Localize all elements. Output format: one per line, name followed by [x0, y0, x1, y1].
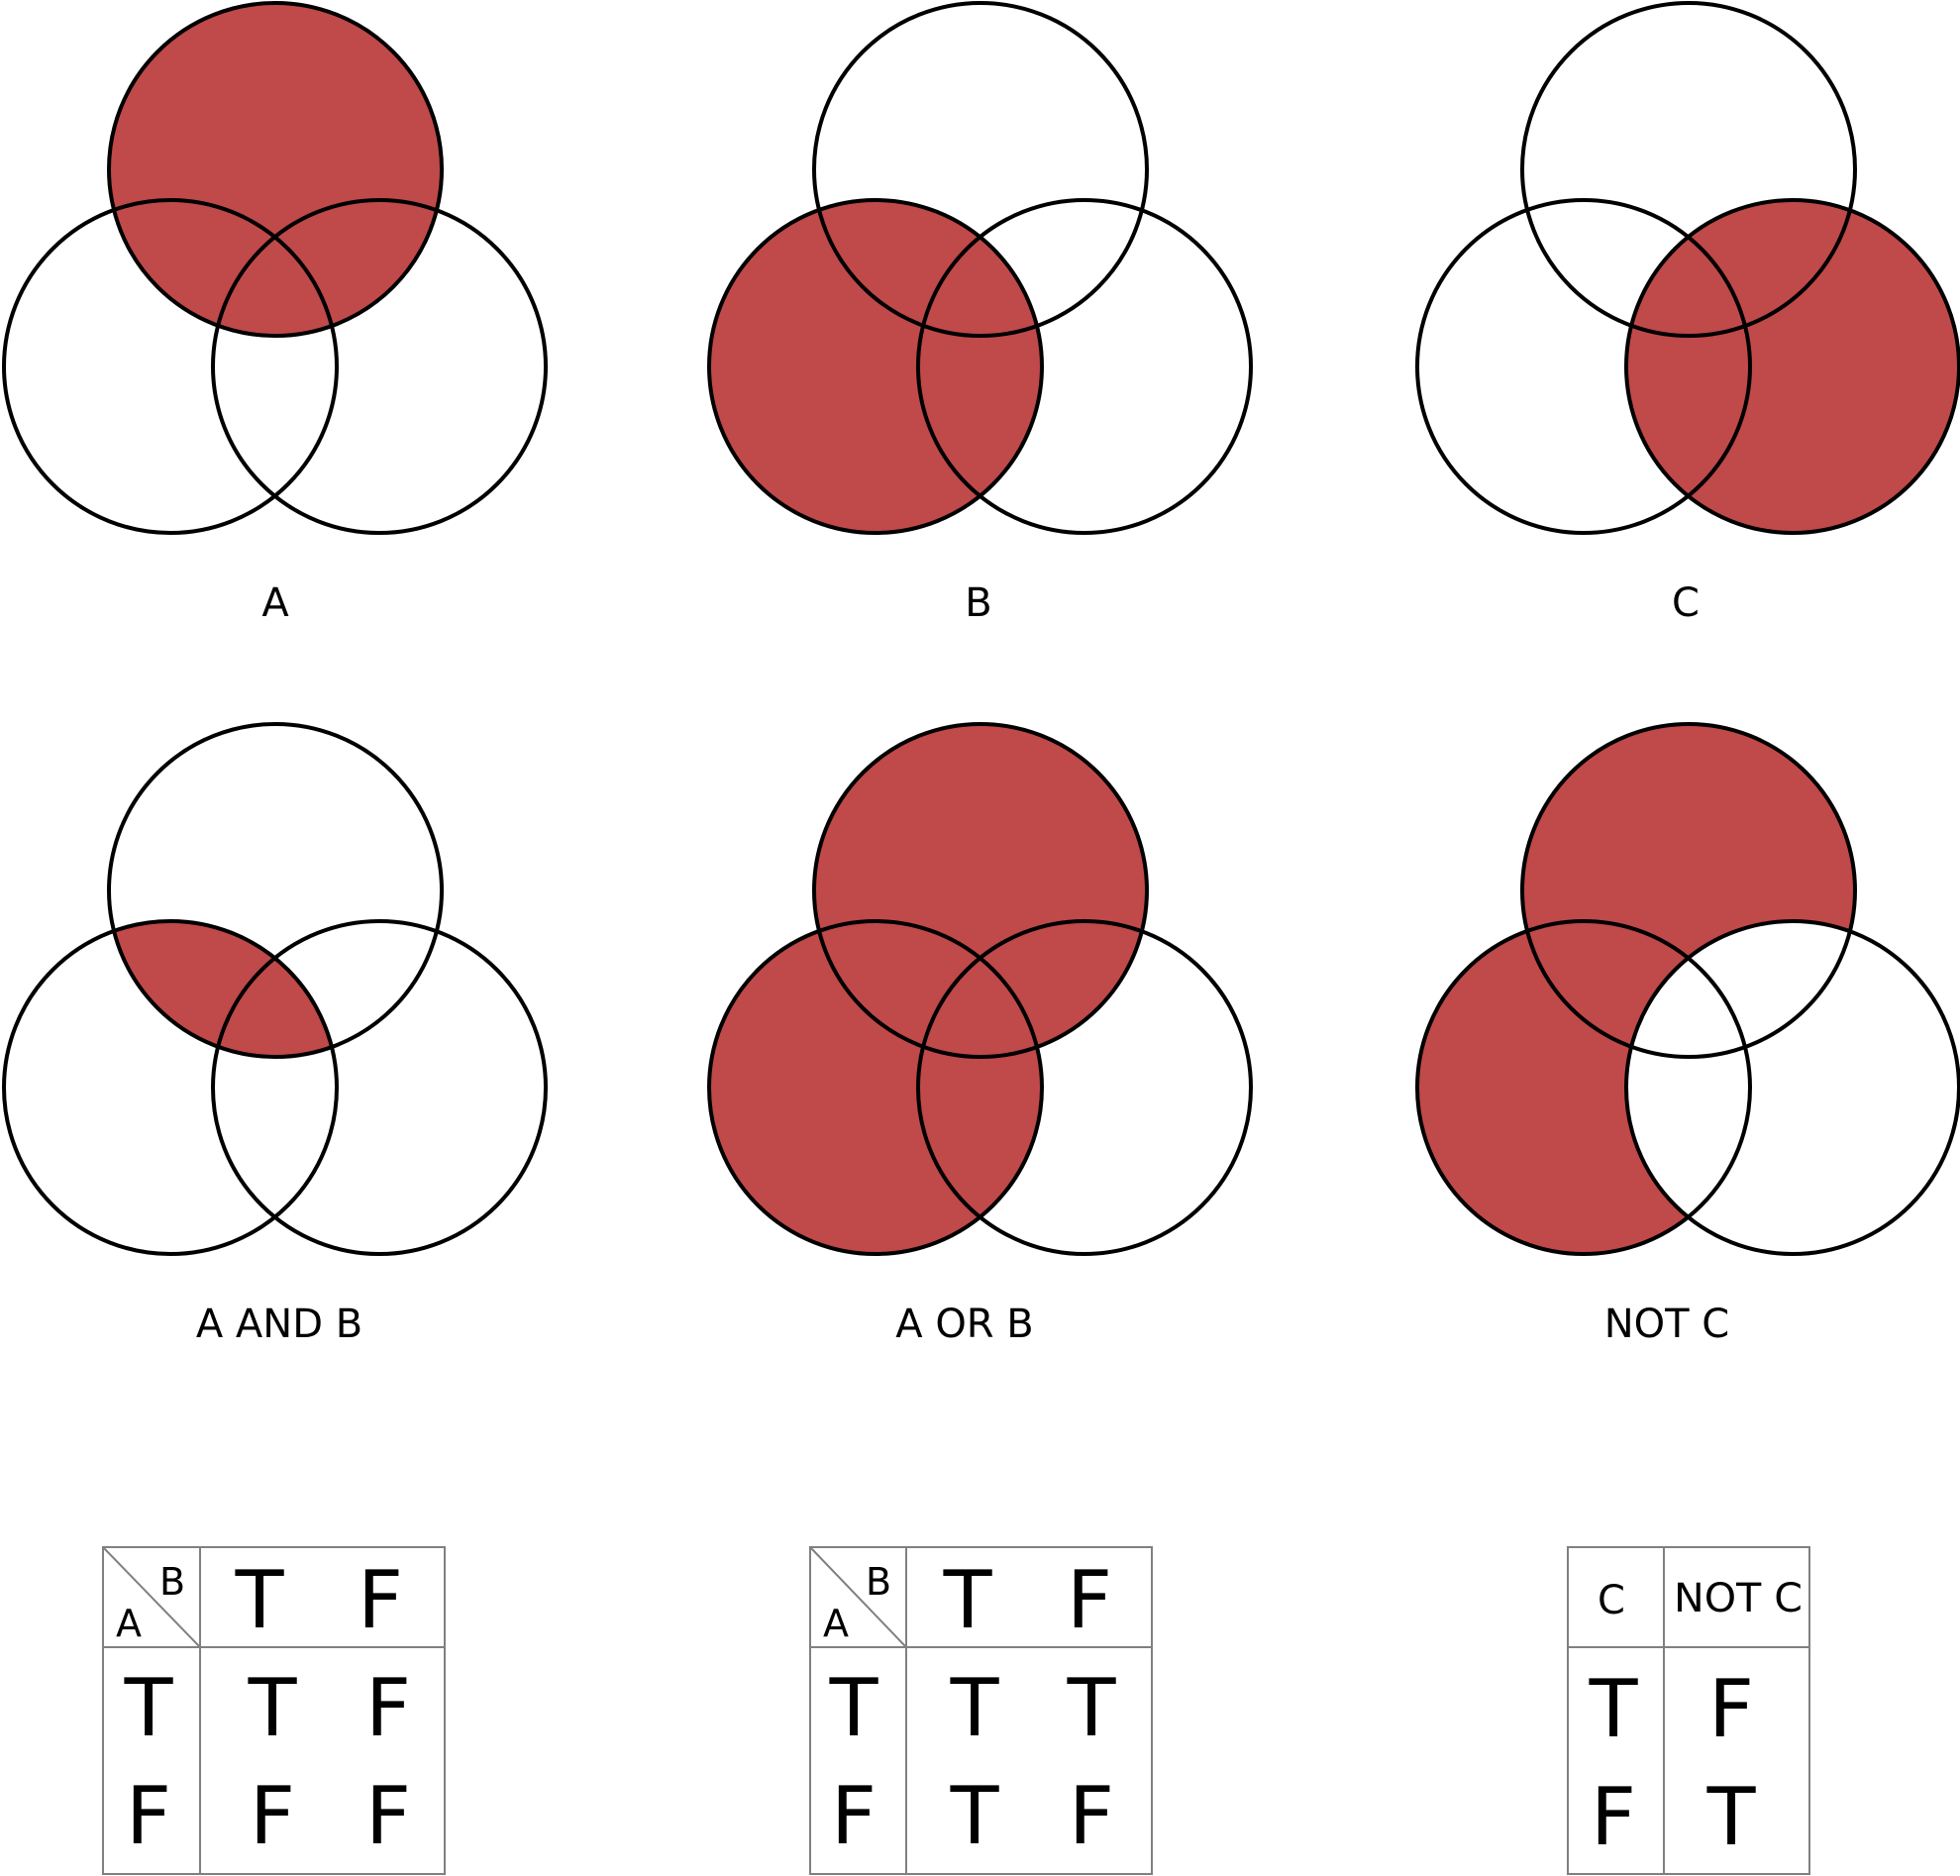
truth-table-not	[1567, 1546, 1810, 1875]
venn-shaded-region	[1417, 724, 1855, 1254]
venn-diagram-not-c	[1415, 722, 1960, 1256]
shaded-circle-c	[1626, 200, 1959, 533]
caption-a-and-b: A AND B	[196, 1302, 362, 1347]
col-header: F	[358, 1554, 403, 1646]
circle-outline-b	[1415, 198, 1752, 535]
col-header: C	[1598, 1578, 1625, 1623]
truth-table-and	[102, 1546, 446, 1875]
circle-outline-b	[707, 198, 1044, 535]
table-cell: F	[250, 1770, 295, 1862]
venn-diagram-a-and-b	[2, 722, 548, 1256]
caption-not-c: NOT C	[1604, 1302, 1729, 1347]
table-cell: F	[365, 1770, 411, 1862]
circle-outline-c	[1624, 919, 1960, 1256]
circle-outline-c	[916, 919, 1253, 1256]
table-corner-diagonal	[102, 1546, 201, 1648]
truth-table-or-text: A B T F T F T T T F	[823, 1554, 1117, 1862]
circle-outline-b	[1415, 919, 1752, 1256]
col-header: T	[235, 1554, 285, 1646]
circle-outline-c	[211, 919, 548, 1256]
table-cell: T	[248, 1662, 298, 1754]
circle-outline-c	[211, 198, 548, 535]
truth-table-and-text: A B T F T F T F F F	[116, 1554, 411, 1862]
venn-shaded-region	[709, 200, 1042, 533]
circle-outline-b	[707, 919, 1044, 1256]
truth-table-not-text: C NOT C T F F T	[1589, 1576, 1803, 1863]
table-cell: F	[1069, 1770, 1114, 1862]
table-cell: F	[365, 1662, 411, 1754]
table-cell: F	[1591, 1771, 1636, 1863]
table-cell: T	[1706, 1771, 1757, 1863]
shaded-intersection-a-b	[109, 921, 337, 1057]
table-cell: T	[950, 1662, 1000, 1754]
circle-outline-c	[1624, 198, 1960, 535]
col-header: T	[943, 1554, 993, 1646]
circle-outline-b	[2, 919, 339, 1256]
shaded-circle-b	[709, 921, 1042, 1254]
venn-diagram-c	[1415, 1, 1960, 535]
table-border	[102, 1546, 446, 1875]
circle-outline-a	[1520, 1, 1857, 338]
row-header: T	[124, 1662, 174, 1754]
corner-row-label: A	[116, 1602, 142, 1645]
venn-shaded-region	[109, 3, 442, 336]
table-border	[809, 1546, 1153, 1875]
venn-diagram-a-or-b	[707, 722, 1253, 1256]
table-cell: T	[950, 1770, 1000, 1862]
table-corner-diagonal	[809, 1546, 907, 1648]
caption-c: C	[1672, 580, 1700, 626]
venn-shaded-region	[109, 921, 337, 1057]
table-cell: T	[1589, 1663, 1639, 1755]
table-cell: T	[1067, 1662, 1117, 1754]
circle-outline-c	[916, 198, 1253, 535]
circle-outline-a	[1520, 722, 1857, 1059]
circle-outline-a	[812, 722, 1149, 1059]
venn-diagram-b	[707, 1, 1253, 535]
shaded-not-c	[1417, 724, 1855, 1254]
table-border	[1567, 1546, 1810, 1875]
row-header: F	[126, 1770, 171, 1862]
table-cell: F	[1708, 1663, 1754, 1755]
col-header: NOT C	[1674, 1576, 1803, 1621]
shaded-circle-a	[109, 3, 442, 336]
caption-a-or-b: A OR B	[895, 1302, 1034, 1347]
caption-a: A	[261, 580, 289, 626]
caption-b: B	[965, 580, 991, 626]
corner-col-label: B	[159, 1560, 185, 1604]
circle-outline-a	[812, 1, 1149, 338]
row-header: T	[829, 1662, 879, 1754]
row-header: F	[831, 1770, 877, 1862]
venn-diagram-a	[2, 1, 548, 535]
corner-col-label: B	[866, 1560, 891, 1604]
circle-outline-b	[2, 198, 339, 535]
truth-table-or	[809, 1546, 1153, 1875]
col-header: F	[1067, 1554, 1112, 1646]
venn-shaded-region	[1626, 200, 1959, 533]
circle-outline-a	[107, 722, 444, 1059]
venn-shaded-region	[709, 724, 1147, 1254]
corner-row-label: A	[823, 1602, 849, 1645]
shaded-circle-b	[709, 200, 1042, 533]
circle-outline-a	[107, 1, 444, 338]
